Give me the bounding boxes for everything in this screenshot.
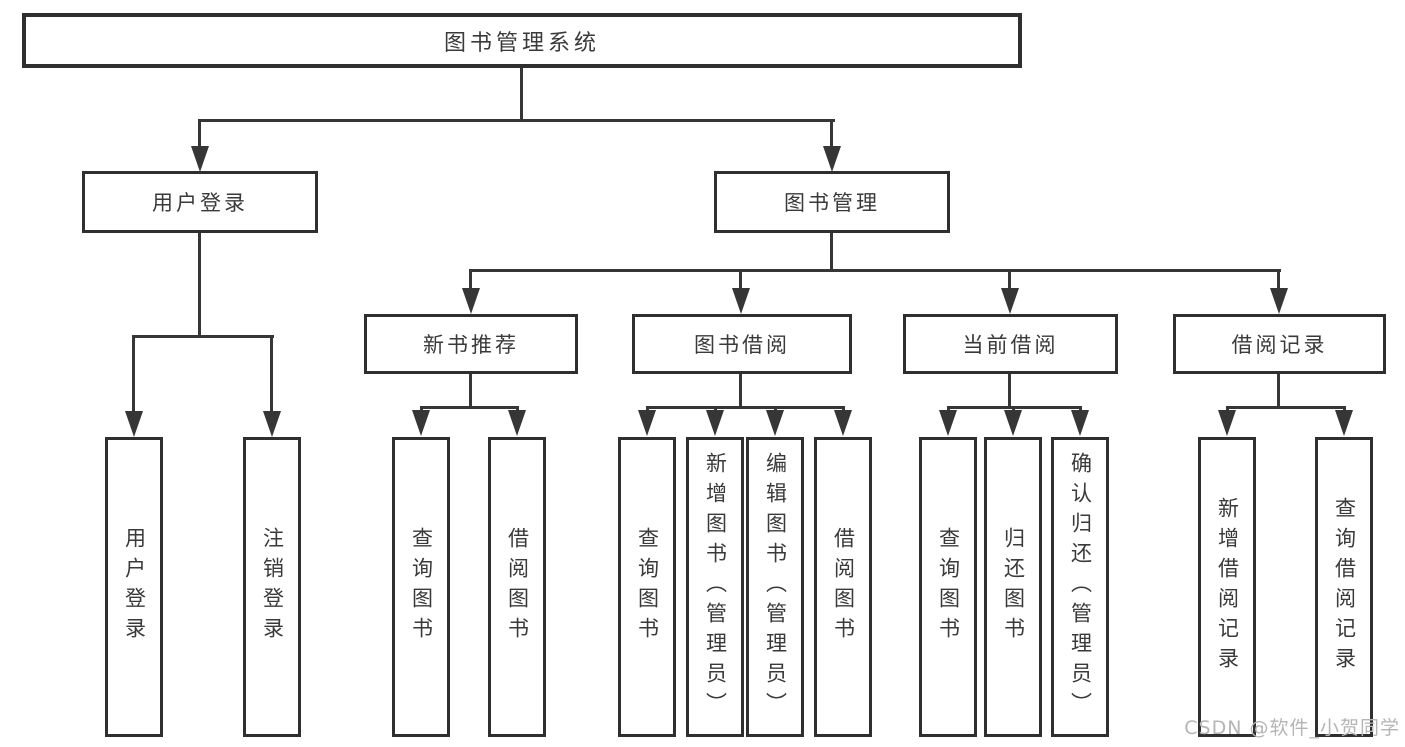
arrowhead-down-icon bbox=[766, 410, 784, 436]
leaf-label: 新增借阅记录 bbox=[1215, 497, 1240, 677]
leaf-label: 查询图书 bbox=[936, 527, 961, 647]
connector-stem bbox=[469, 374, 472, 408]
leaf-label: 查询借阅记录 bbox=[1332, 497, 1357, 677]
connector-stem bbox=[1277, 374, 1280, 408]
arrowhead-down-icon bbox=[462, 288, 480, 314]
node-label: 新书推荐 bbox=[423, 333, 519, 357]
leaf-nb-query-books: 查询图书 bbox=[392, 437, 450, 737]
node-borrowing-records: 借阅记录 bbox=[1173, 314, 1386, 374]
arrowhead-down-icon bbox=[939, 410, 957, 436]
leaf-label: 查询图书 bbox=[409, 527, 434, 647]
leaf-bb-borrow-books: 借阅图书 bbox=[814, 437, 872, 737]
leaf-cb-confirm-return-admin: 确认归还（管理员） bbox=[1051, 437, 1109, 737]
arrowhead-down-icon bbox=[1001, 288, 1019, 314]
connector-shaft bbox=[1008, 269, 1011, 291]
leaf-nb-borrow-books: 借阅图书 bbox=[488, 437, 546, 737]
leaf-label: 借阅图书 bbox=[505, 527, 530, 647]
node-book-management: 图书管理 bbox=[714, 171, 950, 233]
connector-l1-rail bbox=[198, 119, 835, 122]
connector-user-login-stem bbox=[198, 233, 201, 336]
arrowhead-down-icon bbox=[263, 411, 281, 437]
node-label: 图书管理系统 bbox=[443, 30, 600, 56]
connector-user-login-rail bbox=[132, 335, 274, 338]
node-user-login: 用户登录 bbox=[82, 171, 318, 233]
leaf-label: 用户登录 bbox=[122, 527, 147, 647]
node-label: 图书管理 bbox=[784, 191, 880, 215]
leaf-label: 归还图书 bbox=[1001, 527, 1026, 647]
arrowhead-down-icon bbox=[638, 410, 656, 436]
connector-shaft bbox=[830, 119, 833, 148]
arrowhead-down-icon bbox=[508, 410, 526, 436]
leaf-bb-add-books-admin: 新增图书（管理员） bbox=[686, 437, 744, 737]
connector-root-stem bbox=[520, 68, 523, 120]
leaf-br-query-record: 查询借阅记录 bbox=[1315, 437, 1373, 737]
leaf-logout: 注销登录 bbox=[243, 437, 301, 737]
connector-book-mgmt-stem bbox=[830, 233, 833, 270]
connector-rail bbox=[420, 406, 519, 409]
node-library-management-system: 图书管理系统 bbox=[22, 13, 1022, 68]
connector-shaft bbox=[739, 269, 742, 291]
node-label: 当前借阅 bbox=[962, 333, 1059, 357]
node-current-borrowing: 当前借阅 bbox=[903, 314, 1118, 374]
leaf-bb-query-books: 查询图书 bbox=[618, 437, 676, 737]
arrowhead-down-icon bbox=[706, 410, 724, 436]
arrowhead-down-icon bbox=[1335, 410, 1353, 436]
node-label: 借阅记录 bbox=[1231, 333, 1328, 357]
arrowhead-down-icon bbox=[732, 288, 750, 314]
connector-shaft bbox=[132, 335, 135, 413]
connector-rail bbox=[646, 406, 845, 409]
node-label: 图书借阅 bbox=[694, 333, 790, 357]
leaf-cb-query-books: 查询图书 bbox=[919, 437, 977, 737]
leaf-user-login: 用户登录 bbox=[105, 437, 163, 737]
leaf-bb-edit-books-admin: 编辑图书（管理员） bbox=[746, 437, 804, 737]
connector-shaft bbox=[198, 119, 201, 148]
connector-shaft bbox=[270, 335, 273, 413]
csdn-watermark: CSDN @软件_小贺同学 bbox=[1184, 717, 1400, 739]
connector-stem bbox=[739, 374, 742, 408]
arrowhead-down-icon bbox=[834, 410, 852, 436]
connector-shaft bbox=[469, 269, 472, 291]
leaf-label: 编辑图书（管理员） bbox=[763, 452, 788, 722]
arrowhead-down-icon bbox=[1218, 410, 1236, 436]
node-new-book-recommend: 新书推荐 bbox=[364, 314, 578, 374]
arrowhead-down-icon bbox=[412, 410, 430, 436]
arrowhead-down-icon bbox=[1071, 410, 1089, 436]
connector-stem bbox=[1008, 374, 1011, 408]
leaf-label: 确认归还（管理员） bbox=[1068, 452, 1093, 722]
leaf-br-add-record: 新增借阅记录 bbox=[1198, 437, 1256, 737]
leaf-label: 查询图书 bbox=[635, 527, 660, 647]
node-book-borrowing: 图书借阅 bbox=[632, 314, 852, 374]
arrowhead-down-icon bbox=[191, 146, 209, 172]
connector-rail bbox=[1226, 406, 1346, 409]
leaf-cb-return-books: 归还图书 bbox=[984, 437, 1042, 737]
leaf-label: 借阅图书 bbox=[831, 527, 856, 647]
leaf-label: 注销登录 bbox=[260, 527, 285, 647]
connector-book-mgmt-rail bbox=[470, 269, 1281, 272]
arrowhead-down-icon bbox=[125, 411, 143, 437]
leaf-label: 新增图书（管理员） bbox=[703, 452, 728, 722]
arrowhead-down-icon bbox=[1004, 410, 1022, 436]
node-label: 用户登录 bbox=[152, 191, 248, 215]
arrowhead-down-icon bbox=[1270, 288, 1288, 314]
connector-shaft bbox=[1277, 269, 1280, 291]
arrowhead-down-icon bbox=[823, 146, 841, 172]
